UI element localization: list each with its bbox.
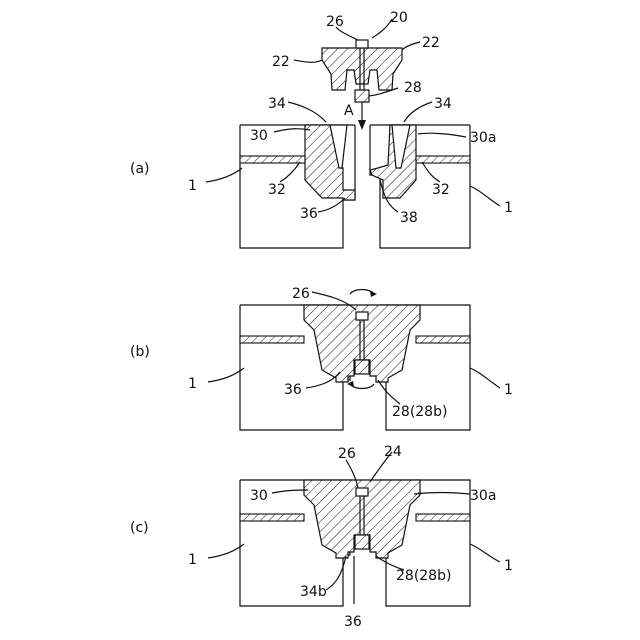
label-a-28: 28 bbox=[404, 80, 422, 96]
label-c-30: 30 bbox=[250, 488, 268, 504]
label-c-30a: 30a bbox=[470, 488, 496, 504]
label-a-34-right: 34 bbox=[434, 96, 452, 112]
panel-c bbox=[208, 452, 500, 606]
label-c-1-left: 1 bbox=[188, 552, 197, 568]
label-b-26: 26 bbox=[292, 286, 310, 302]
label-a-26: 26 bbox=[326, 14, 344, 30]
label-c-36: 36 bbox=[344, 614, 362, 630]
label-c-34b: 34b bbox=[300, 584, 327, 600]
label-b-1-right: 1 bbox=[504, 382, 513, 398]
label-c-26: 26 bbox=[338, 446, 356, 462]
panel-label-c: (c) bbox=[130, 520, 149, 536]
label-a-38: 38 bbox=[400, 210, 418, 226]
label-a-22-left: 22 bbox=[272, 54, 290, 70]
label-c-24: 24 bbox=[384, 444, 402, 460]
panel-b bbox=[208, 290, 500, 431]
panel-label-b: (b) bbox=[130, 344, 150, 360]
label-a-30a: 30a bbox=[470, 130, 496, 146]
block-right-a bbox=[370, 125, 470, 248]
label-a-30: 30 bbox=[250, 128, 268, 144]
label-a-A: A bbox=[344, 103, 354, 119]
connector-assembled-b bbox=[304, 305, 420, 382]
label-a-22-right: 22 bbox=[422, 35, 440, 51]
panel-label-a: (a) bbox=[130, 161, 150, 177]
label-b-36: 36 bbox=[284, 382, 302, 398]
label-a-1-right: 1 bbox=[504, 200, 513, 216]
label-c-28: 28(28b) bbox=[396, 568, 451, 584]
label-a-32-right: 32 bbox=[432, 182, 450, 198]
connector-20 bbox=[322, 40, 402, 102]
label-b-28: 28(28b) bbox=[392, 404, 447, 420]
label-a-32-left: 32 bbox=[268, 182, 286, 198]
connector-assembled-c bbox=[304, 480, 420, 558]
label-c-1-right: 1 bbox=[504, 558, 513, 574]
arrow-a bbox=[358, 102, 366, 130]
label-a-36: 36 bbox=[300, 206, 318, 222]
label-a-1-left: 1 bbox=[188, 178, 197, 194]
label-a-20: 20 bbox=[390, 10, 408, 26]
label-b-1-left: 1 bbox=[188, 376, 197, 392]
label-a-34-left: 34 bbox=[268, 96, 286, 112]
